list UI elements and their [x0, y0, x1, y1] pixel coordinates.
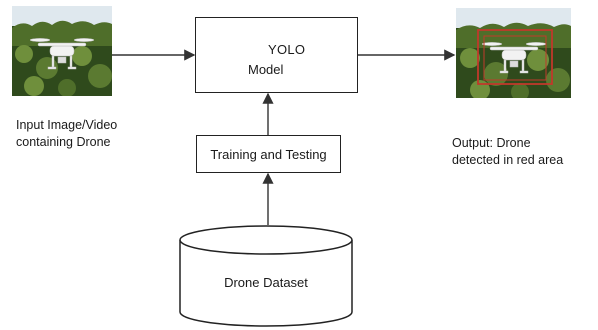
training-testing-box: Training and Testing [196, 135, 341, 173]
model-title: YOLO [268, 42, 306, 57]
dataset-label: Drone Dataset [224, 275, 308, 290]
yolo-model-box: YOLO Model [195, 17, 358, 93]
output-caption-line-2: detected in red area [452, 153, 564, 167]
output-caption: Output: Drone detected in red area [452, 135, 598, 169]
training-label: Training and Testing [210, 146, 327, 162]
model-subtitle: Model [248, 62, 284, 77]
input-caption-line-1: Input Image/Video [16, 118, 118, 132]
detection-box [477, 29, 553, 85]
dataset-cylinder [179, 225, 353, 327]
drone-detected-photo-icon [456, 8, 571, 98]
input-caption-line-2: containing Drone [16, 135, 111, 149]
output-caption-line-1: Output: Drone [452, 136, 531, 150]
input-caption: Input Image/Video containing Drone [16, 117, 166, 151]
drone-photo-icon [12, 6, 112, 96]
